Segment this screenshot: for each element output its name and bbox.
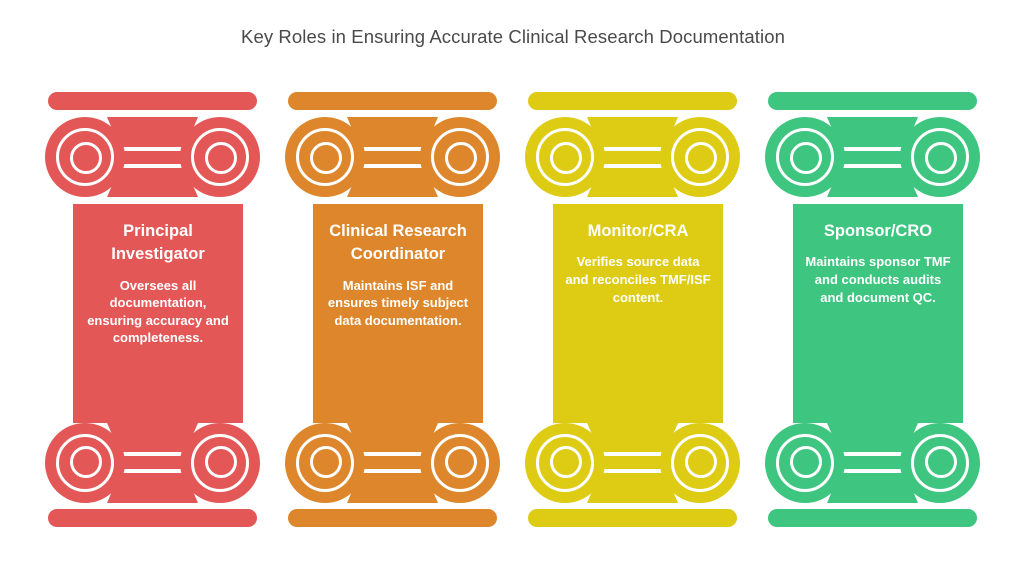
echinus-band-middle — [595, 151, 670, 164]
abacus-bottom — [48, 509, 257, 527]
volute-ring-outer — [536, 128, 594, 186]
echinus-band-top — [107, 473, 198, 503]
echinus — [347, 423, 438, 503]
echinus-band-bottom — [827, 168, 918, 197]
echinus-band-middle — [107, 456, 198, 469]
role-title: Principal Investigator — [111, 222, 205, 264]
volute-ring-outer — [296, 128, 354, 186]
abacus-bottom — [768, 509, 977, 527]
abacus-bottom — [288, 509, 497, 527]
volute-ring-outer — [671, 128, 729, 186]
echinus-band-middle — [835, 151, 910, 164]
column-base — [45, 423, 260, 503]
abacus-top — [768, 92, 977, 110]
volute-right-icon — [180, 117, 260, 197]
volute-ring-inner — [685, 142, 717, 174]
page-title: Key Roles in Ensuring Accurate Clinical … — [241, 26, 785, 47]
column-shaft[interactable]: Clinical Research Coordinator Maintains … — [313, 204, 483, 423]
role-description: Verifies source data and reconciles TMF/… — [565, 254, 711, 305]
volute-ring-inner — [70, 142, 102, 174]
volute-ring-inner — [445, 446, 477, 478]
echinus-band-middle — [115, 151, 190, 164]
echinus-band-bottom — [107, 423, 198, 452]
echinus — [107, 117, 198, 197]
echinus-band-bottom — [347, 423, 438, 452]
volute-ring-inner — [205, 446, 237, 478]
echinus — [827, 423, 918, 503]
abacus-bottom — [528, 509, 737, 527]
column-shaft[interactable]: Principal Investigator Oversees all docu… — [73, 204, 243, 423]
column-principal-investigator[interactable]: Principal Investigator Oversees all docu… — [45, 92, 260, 528]
volute-ring-inner — [205, 142, 237, 174]
column-capital — [525, 117, 740, 197]
role-description: Maintains sponsor TMF and conducts audit… — [805, 254, 951, 305]
role-title: Sponsor/CRO — [823, 222, 933, 240]
volute-ring-inner — [70, 446, 102, 478]
echinus-band-top — [827, 473, 918, 503]
echinus-band-middle — [827, 456, 918, 469]
volute-ring-inner — [445, 142, 477, 174]
columns-container: Principal Investigator Oversees all docu… — [0, 92, 1026, 532]
abacus-top — [288, 92, 497, 110]
column-shaft[interactable]: Sponsor/CRO Maintains sponsor TMF and co… — [793, 204, 963, 423]
echinus — [827, 117, 918, 197]
volute-right-icon — [900, 117, 980, 197]
volute-ring-outer — [431, 128, 489, 186]
role-description: Oversees all documentation, ensuring acc… — [87, 277, 229, 346]
echinus-band-bottom — [347, 168, 438, 197]
echinus-band-middle — [355, 151, 430, 164]
volute-left-icon — [525, 117, 605, 197]
volute-ring-inner — [790, 446, 822, 478]
echinus-band-top — [107, 117, 198, 147]
volute-ring-outer — [776, 128, 834, 186]
echinus — [587, 423, 678, 503]
echinus — [107, 423, 198, 503]
volute-left-icon — [45, 117, 125, 197]
column-capital — [765, 117, 980, 197]
column-base — [285, 423, 500, 503]
volute-ring-inner — [790, 142, 822, 174]
volute-ring-inner — [925, 142, 957, 174]
echinus-band-bottom — [827, 423, 918, 452]
column-shaft[interactable]: Monitor/CRA Verifies source data and rec… — [553, 204, 723, 423]
column-capital — [285, 117, 500, 197]
echinus-band-top — [587, 473, 678, 503]
abacus-top — [528, 92, 737, 110]
volute-ring-inner — [310, 446, 342, 478]
volute-left-icon — [765, 117, 845, 197]
echinus-band-top — [827, 117, 918, 147]
volute-right-icon — [420, 117, 500, 197]
role-title: Clinical Research Coordinator — [329, 222, 467, 264]
echinus — [347, 117, 438, 197]
echinus-band-middle — [587, 456, 678, 469]
column-sponsor-cro[interactable]: Sponsor/CRO Maintains sponsor TMF and co… — [765, 92, 980, 528]
volute-right-icon — [660, 117, 740, 197]
echinus-band-bottom — [107, 168, 198, 197]
role-title: Monitor/CRA — [587, 222, 689, 240]
echinus-band-bottom — [587, 423, 678, 452]
echinus-band-top — [587, 117, 678, 147]
role-description: Maintains ISF and ensures timely subject… — [327, 277, 469, 328]
volute-ring-inner — [310, 142, 342, 174]
column-clinical-research-coordinator[interactable]: Clinical Research Coordinator Maintains … — [285, 92, 500, 528]
volute-ring-inner — [550, 142, 582, 174]
column-capital — [45, 117, 260, 197]
abacus-top — [48, 92, 257, 110]
volute-left-icon — [285, 117, 365, 197]
echinus-band-top — [347, 117, 438, 147]
column-base — [765, 423, 980, 503]
volute-ring-inner — [925, 446, 957, 478]
echinus-band-top — [347, 473, 438, 503]
echinus — [587, 117, 678, 197]
echinus-band-middle — [347, 456, 438, 469]
volute-ring-outer — [56, 128, 114, 186]
column-base — [525, 423, 740, 503]
echinus-band-bottom — [587, 168, 678, 197]
volute-ring-inner — [550, 446, 582, 478]
volute-ring-outer — [911, 128, 969, 186]
volute-ring-inner — [685, 446, 717, 478]
column-monitor-cra[interactable]: Monitor/CRA Verifies source data and rec… — [525, 92, 740, 528]
volute-ring-outer — [191, 128, 249, 186]
